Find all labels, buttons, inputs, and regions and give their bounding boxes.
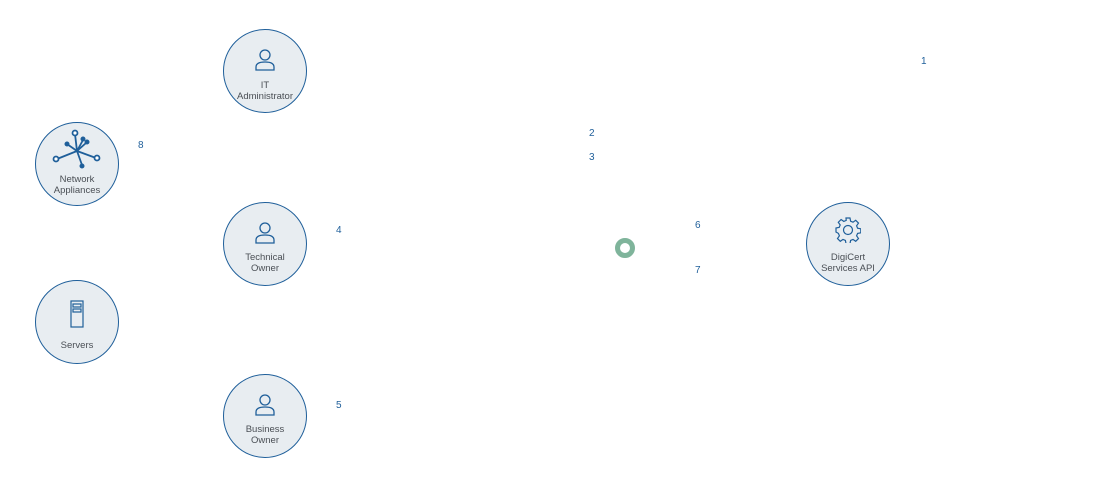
step-number: 7 [695,265,701,276]
node-label: Appliances [53,185,101,196]
node-label: IT [260,80,270,91]
step-number: 2 [589,128,595,139]
node-label: Owner [251,435,279,446]
step-number: 8 [138,140,144,151]
node-label: Business [245,424,285,435]
node-label: Technical [245,252,285,263]
step-number: 1 [921,56,927,67]
person-icon [255,222,275,244]
node-label: Administrator [237,91,293,102]
node-label: Servers [60,340,94,351]
step-number: 3 [589,152,595,163]
node-label: Owner [251,263,279,274]
node-servers: Servers [35,280,119,364]
network-icon [52,129,101,169]
step-number: 5 [336,400,342,411]
person-icon [255,394,275,416]
node-label: DigiCert [830,252,866,263]
server-icon [70,300,84,328]
gear-icon [835,217,861,243]
person-icon [255,49,275,71]
status-ring-icon [615,238,635,258]
step-number: 4 [336,225,342,236]
step-number: 6 [695,220,701,231]
node-label: Services API [821,263,875,274]
node-label: Network [59,174,95,185]
